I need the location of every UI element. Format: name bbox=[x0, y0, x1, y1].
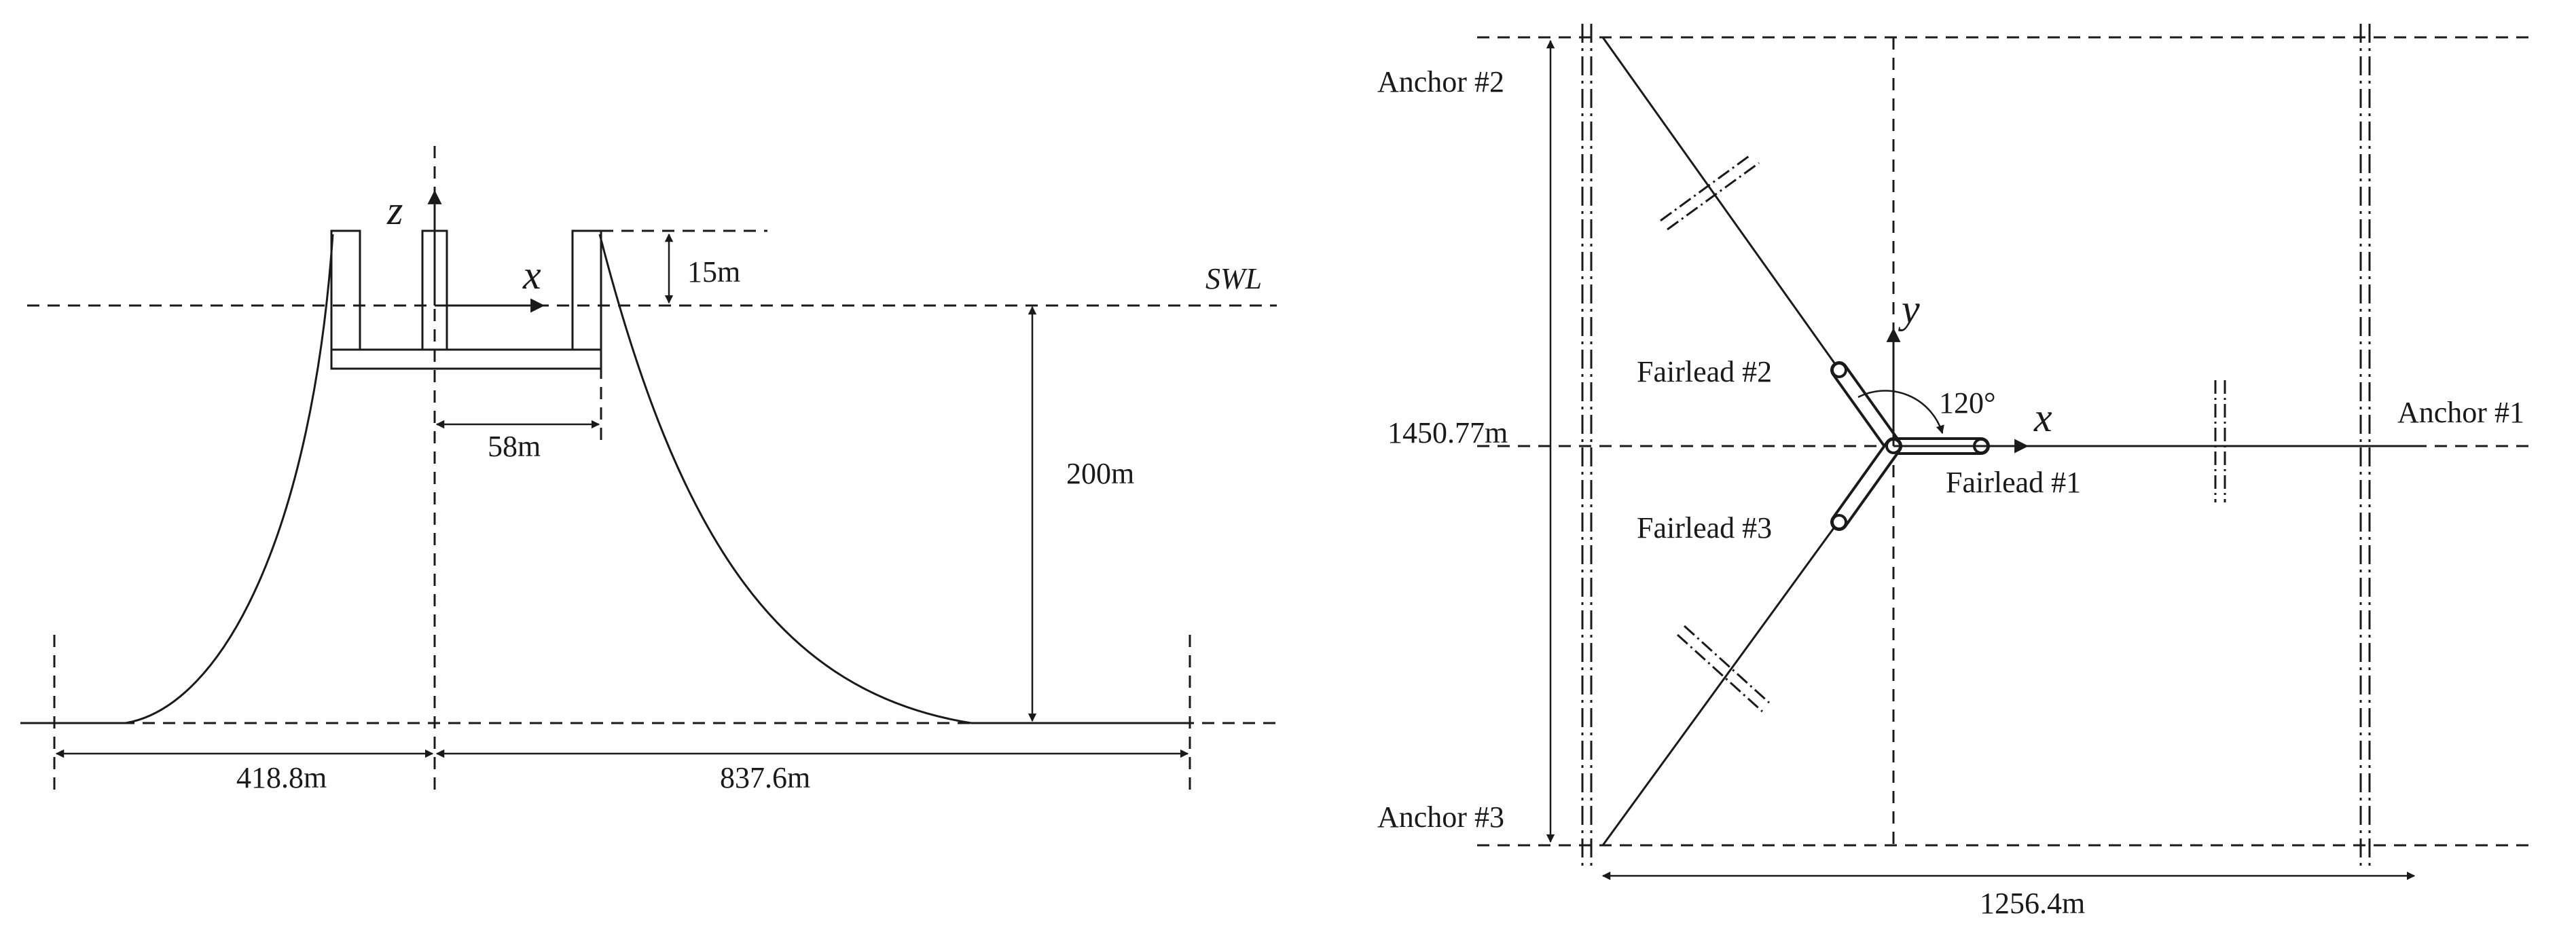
break-marks bbox=[1660, 153, 2226, 713]
radius-label: 58m bbox=[488, 430, 541, 463]
side-view: z x SWL 15m 58m 200m 418.8m 837.6m bbox=[20, 146, 1277, 798]
fairlead-2-label: Fairlead #2 bbox=[1637, 355, 1772, 388]
semi-submersible-platform bbox=[330, 229, 602, 370]
height-label: 1450.77m bbox=[1387, 416, 1508, 449]
freeboard-label: 15m bbox=[687, 255, 740, 289]
left-span-label: 418.8m bbox=[236, 761, 327, 794]
swl-label: SWL bbox=[1205, 262, 1262, 295]
anchor-1-label: Anchor #1 bbox=[2397, 396, 2524, 429]
fairlead-3-point bbox=[1831, 514, 1847, 530]
x-axis-label: x bbox=[522, 253, 541, 297]
depth-label: 200m bbox=[1066, 457, 1134, 490]
width-label: 1256.4m bbox=[1980, 887, 2085, 920]
left-mooring-line bbox=[125, 234, 334, 724]
anchor-3-label: Anchor #3 bbox=[1377, 800, 1504, 834]
right-span-label: 837.6m bbox=[720, 761, 810, 794]
right-mooring-line bbox=[598, 234, 972, 724]
z-axis-label: z bbox=[386, 188, 403, 233]
plan-x-axis-label: x bbox=[2033, 395, 2052, 440]
fairlead-1-label: Fairlead #1 bbox=[1946, 466, 2081, 499]
plan-y-axis-label: y bbox=[1898, 287, 1920, 331]
fairlead-2-point bbox=[1831, 362, 1847, 378]
plan-view: y x 120° Anchor #2 Anchor #3 Anchor #1 F… bbox=[1377, 24, 2537, 920]
angle-arc bbox=[1857, 390, 1944, 435]
angle-label: 120° bbox=[1939, 386, 1996, 420]
fairlead-3-label: Fairlead #3 bbox=[1637, 511, 1772, 545]
anchor-2-label: Anchor #2 bbox=[1377, 65, 1504, 98]
